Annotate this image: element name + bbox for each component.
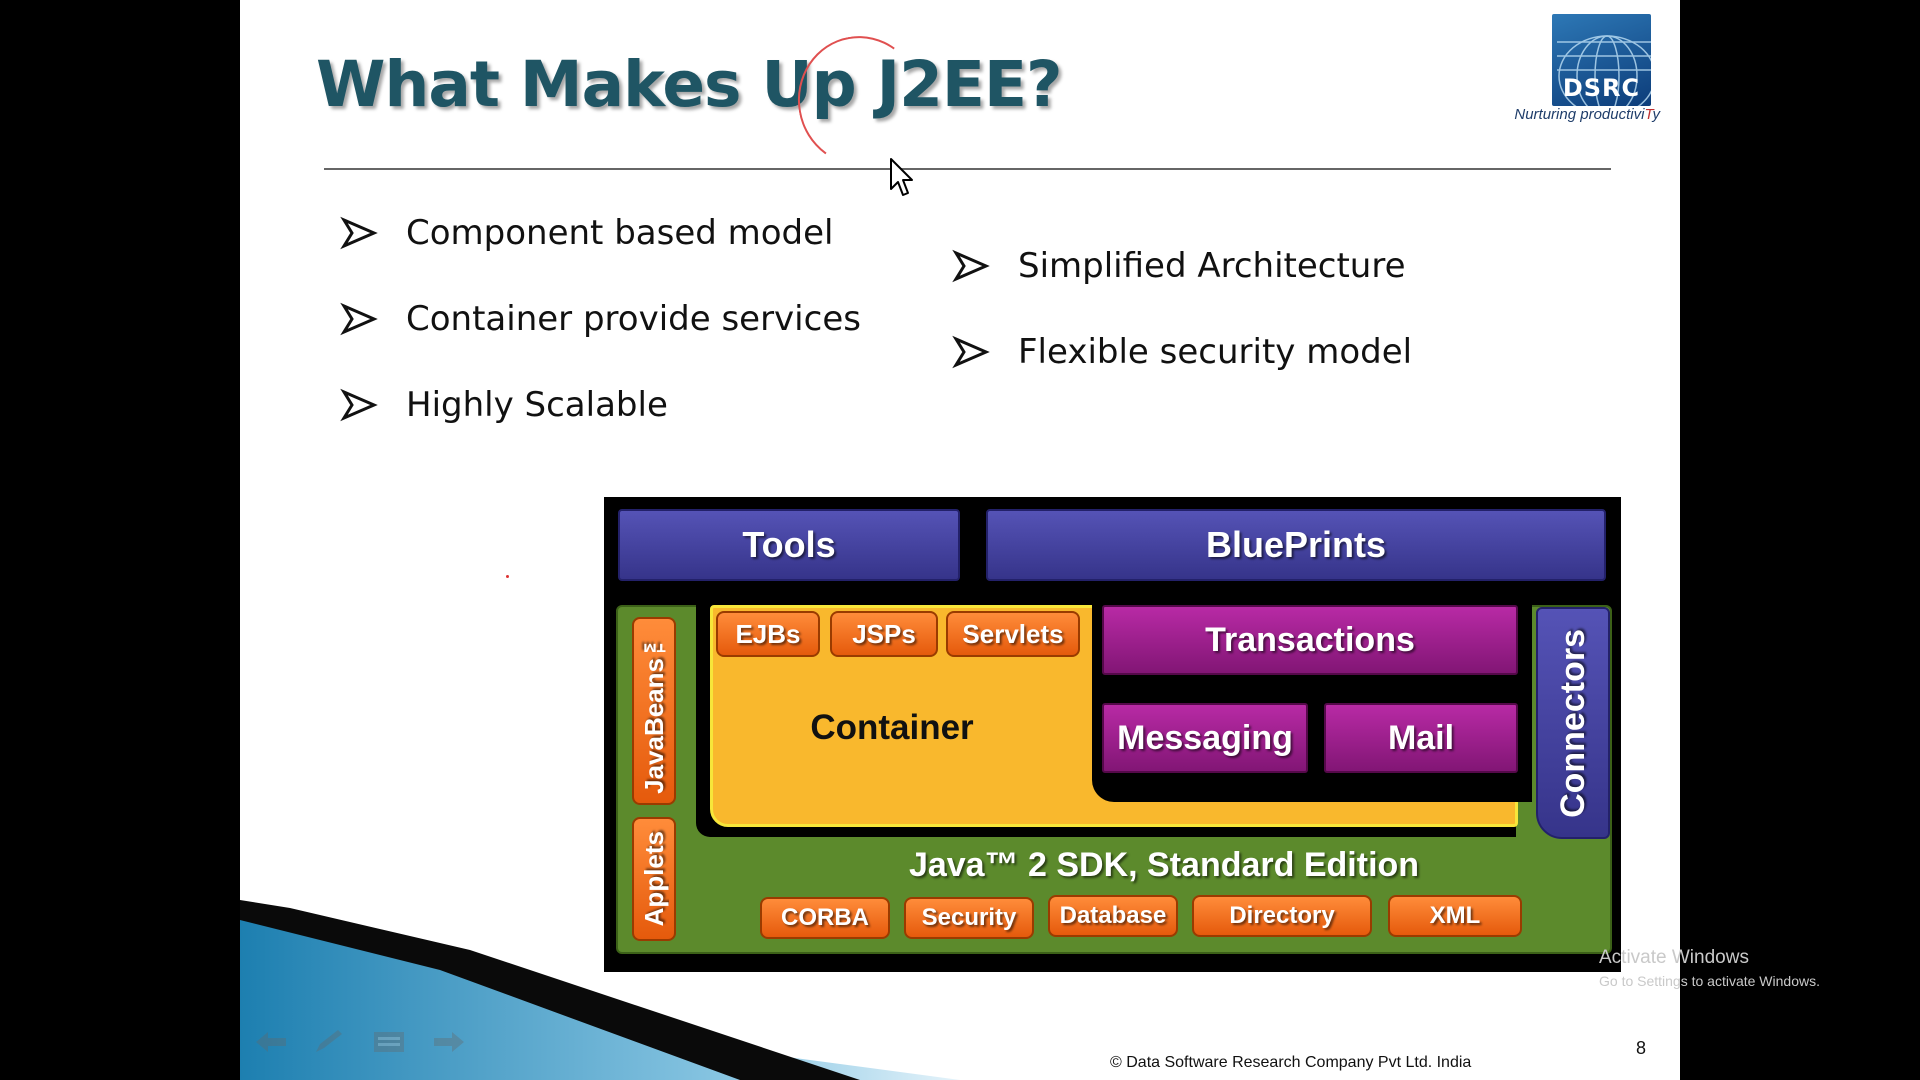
forward-arrow-icon[interactable] — [432, 1028, 466, 1056]
slide-swoosh-decoration — [240, 900, 960, 1080]
javabeans-label: JavaBeans™ — [638, 628, 669, 794]
title-divider — [324, 168, 1611, 170]
arrow-bullet-icon — [340, 216, 380, 250]
corba-block: CORBA — [760, 897, 890, 939]
company-logo: DSRC Nurturing productiviTy — [1510, 14, 1660, 126]
slide: What Makes Up J2EE? DSRC Nurturing produ… — [240, 0, 1680, 1080]
applets-label: Applets — [638, 831, 669, 927]
servlets-block: Servlets — [946, 611, 1080, 657]
pen-icon[interactable] — [312, 1028, 346, 1056]
security-block: Security — [904, 897, 1034, 939]
container-label: Container — [810, 708, 974, 747]
arrow-bullet-icon — [952, 335, 992, 369]
bullet-item: Highly Scalable — [340, 385, 668, 425]
bullet-item: Flexible security model — [952, 332, 1412, 372]
watermark-subtitle: Go to Settings to activate Windows. — [1599, 973, 1820, 989]
bullet-item: Component based model — [340, 213, 834, 253]
bullet-text: Simplified Architecture — [1018, 246, 1406, 286]
slide-title: What Makes Up J2EE? — [316, 48, 1063, 121]
slide-menu-icon[interactable] — [372, 1028, 406, 1056]
globe-icon — [1557, 35, 1651, 106]
bullet-item: Container provide services — [340, 299, 861, 339]
mouse-cursor-icon — [890, 158, 913, 196]
bullet-text: Container provide services — [406, 299, 861, 339]
j2ee-architecture-diagram: Tools BluePrints Connectors JavaBeans™ A… — [604, 497, 1621, 972]
javabeans-block: JavaBeans™ — [632, 617, 676, 805]
directory-block: Directory — [1192, 895, 1372, 937]
arrow-bullet-icon — [952, 249, 992, 283]
xml-block: XML — [1388, 895, 1522, 937]
arrow-bullet-icon — [340, 388, 380, 422]
ejbs-block: EJBs — [716, 611, 820, 657]
jsps-block: JSPs — [830, 611, 938, 657]
applets-block: Applets — [632, 817, 676, 941]
logo-globe: DSRC — [1552, 14, 1651, 106]
tools-block: Tools — [618, 509, 960, 581]
activate-windows-watermark: Activate Windows Go to Settings to activ… — [1599, 947, 1820, 989]
logo-tagline: Nurturing productiviTy — [1514, 106, 1660, 123]
connectors-label: Connectors — [1553, 628, 1592, 818]
mail-block: Mail — [1324, 703, 1518, 773]
stray-dot — [506, 575, 509, 578]
arrow-bullet-icon — [340, 302, 380, 336]
bullet-text: Highly Scalable — [406, 385, 668, 425]
database-block: Database — [1048, 895, 1178, 937]
messaging-block: Messaging — [1102, 703, 1308, 773]
transactions-block: Transactions — [1102, 605, 1518, 675]
bullet-text: Flexible security model — [1018, 332, 1413, 372]
sdk-label: Java™ 2 SDK, Standard Edition — [908, 845, 1420, 884]
connectors-block: Connectors — [1536, 607, 1610, 839]
logo-brand-text: DSRC — [1562, 74, 1641, 102]
bullet-text: Component based model — [406, 213, 834, 253]
watermark-title: Activate Windows — [1599, 947, 1749, 968]
back-arrow-icon[interactable] — [254, 1028, 288, 1056]
footer-copyright: © Data Software Research Company Pvt Ltd… — [1110, 1054, 1472, 1071]
blueprints-block: BluePrints — [986, 509, 1606, 581]
bullet-item: Simplified Architecture — [952, 246, 1406, 286]
page-number: 8 — [1636, 1038, 1647, 1058]
